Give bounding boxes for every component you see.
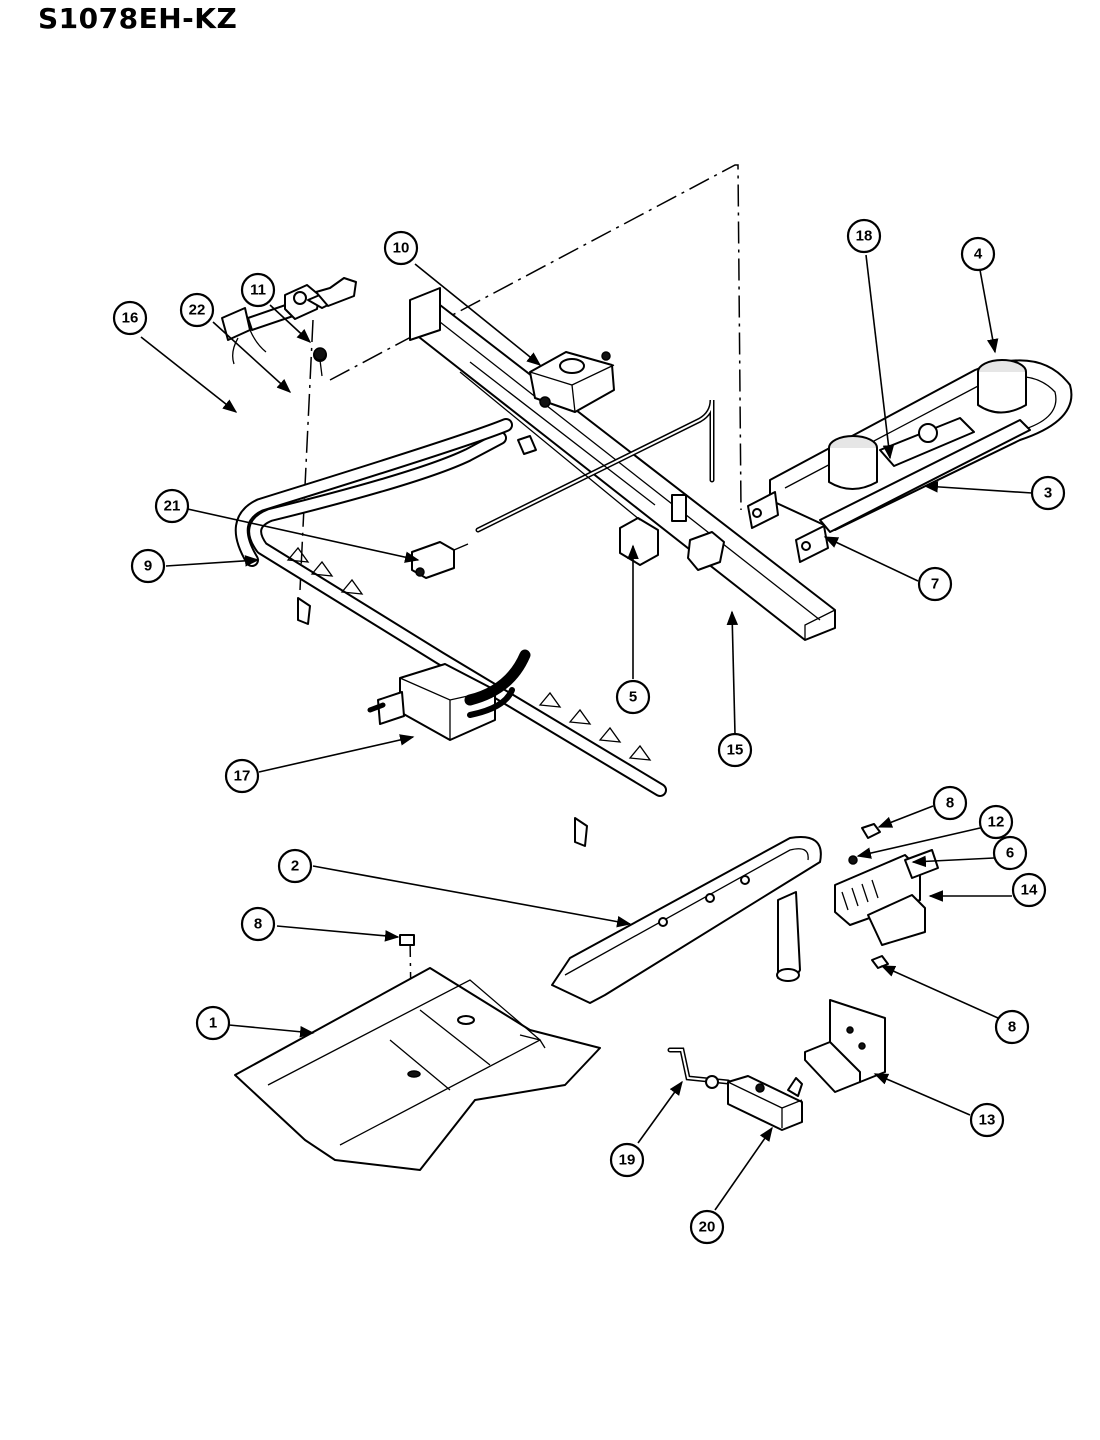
callout-16: 16 xyxy=(112,300,148,336)
callout-14: 14 xyxy=(1011,872,1047,908)
pilot-tube-assembly xyxy=(667,1047,803,1131)
callout-10: 10 xyxy=(383,230,419,266)
oven-burner xyxy=(551,836,822,1004)
callout-8-right: 8 xyxy=(994,1009,1030,1045)
svg-text:1: 1 xyxy=(209,1015,217,1032)
svg-text:22: 22 xyxy=(189,302,206,319)
svg-text:18: 18 xyxy=(856,228,873,245)
orifice-fitting xyxy=(411,541,469,579)
pressure-regulator xyxy=(529,351,615,413)
svg-text:6: 6 xyxy=(1006,845,1014,862)
svg-text:15: 15 xyxy=(727,742,744,759)
clip-parts xyxy=(399,934,415,946)
svg-text:20: 20 xyxy=(699,1219,716,1236)
top-burner-assembly xyxy=(747,359,1073,563)
svg-text:14: 14 xyxy=(1021,882,1038,899)
callout-20: 20 xyxy=(689,1209,725,1245)
callout-17: 17 xyxy=(224,758,260,794)
callout-6: 6 xyxy=(992,835,1028,871)
callout-8-left: 8 xyxy=(240,906,276,942)
burner-baffle xyxy=(234,967,601,1171)
svg-text:19: 19 xyxy=(619,1152,636,1169)
svg-text:8: 8 xyxy=(1008,1019,1016,1036)
svg-text:21: 21 xyxy=(164,498,181,515)
callout-9: 9 xyxy=(130,548,166,584)
callout-13: 13 xyxy=(969,1102,1005,1138)
callout-7: 7 xyxy=(917,566,953,602)
callout-15: 15 xyxy=(717,732,753,768)
mounting-rail xyxy=(409,287,836,641)
svg-text:3: 3 xyxy=(1044,485,1052,502)
callout-19: 19 xyxy=(609,1142,645,1178)
svg-text:8: 8 xyxy=(946,795,954,812)
manifold-pipe xyxy=(234,418,667,847)
svg-text:5: 5 xyxy=(629,689,637,706)
oven-thermostat xyxy=(367,649,531,741)
mounting-bracket xyxy=(804,999,886,1093)
callout-22: 22 xyxy=(179,292,215,328)
ignitor-assembly xyxy=(834,823,939,969)
pilot-tubing xyxy=(459,361,656,521)
svg-text:13: 13 xyxy=(979,1112,996,1129)
callout-5: 5 xyxy=(615,679,651,715)
callout-18: 18 xyxy=(846,218,882,254)
svg-text:2: 2 xyxy=(291,858,299,875)
callout-8-top: 8 xyxy=(932,785,968,821)
svg-text:17: 17 xyxy=(234,768,251,785)
svg-text:12: 12 xyxy=(988,814,1005,831)
page-title: S1078EH-KZ xyxy=(38,2,238,35)
callout-11: 11 xyxy=(240,272,276,308)
svg-text:7: 7 xyxy=(931,576,939,593)
screw xyxy=(313,347,327,377)
leader-lines xyxy=(140,254,1033,1211)
valve-assembly-left xyxy=(221,277,357,365)
svg-text:9: 9 xyxy=(144,558,152,575)
svg-text:8: 8 xyxy=(254,916,262,933)
svg-text:11: 11 xyxy=(250,282,266,299)
svg-text:4: 4 xyxy=(974,246,983,263)
thermocouple-tube xyxy=(475,399,715,533)
callout-1: 1 xyxy=(195,1005,231,1041)
spark-igniter xyxy=(517,435,537,455)
svg-text:10: 10 xyxy=(393,240,410,257)
callout-12: 12 xyxy=(978,804,1014,840)
callout-2: 2 xyxy=(277,848,313,884)
callout-21: 21 xyxy=(154,488,190,524)
callout-markers: 1 2 3 4 5 6 7 8 8 8 9 10 11 12 13 14 15 … xyxy=(112,218,1066,1245)
callout-4: 4 xyxy=(960,236,996,272)
callout-3: 3 xyxy=(1030,475,1066,511)
svg-text:16: 16 xyxy=(122,310,139,327)
